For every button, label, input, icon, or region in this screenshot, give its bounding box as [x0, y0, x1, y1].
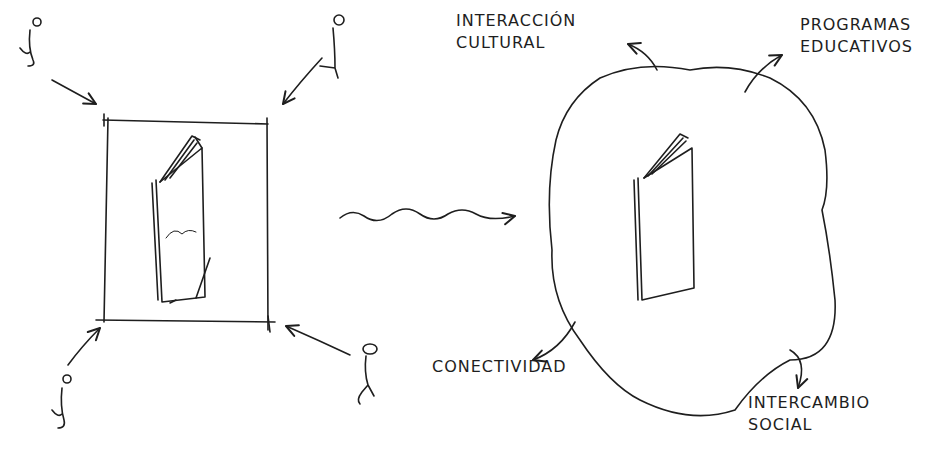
blob-outline — [549, 66, 835, 415]
concept-label: CONECTIVIDAD — [432, 356, 602, 378]
leader-arrows — [533, 44, 802, 388]
concept-label: INTERCAMBIO SOCIAL — [748, 392, 878, 436]
wavy-arrow — [340, 209, 515, 221]
square-frame — [96, 114, 275, 332]
book-sketch — [634, 134, 694, 300]
concept-label: PROGRAMAS EDUCATIVOS — [800, 14, 945, 58]
pointing-arrows — [52, 58, 350, 365]
concept-label: INTERACCIÓN CULTURAL — [456, 10, 606, 54]
person-figures — [20, 15, 377, 428]
book-sketch — [152, 136, 210, 303]
